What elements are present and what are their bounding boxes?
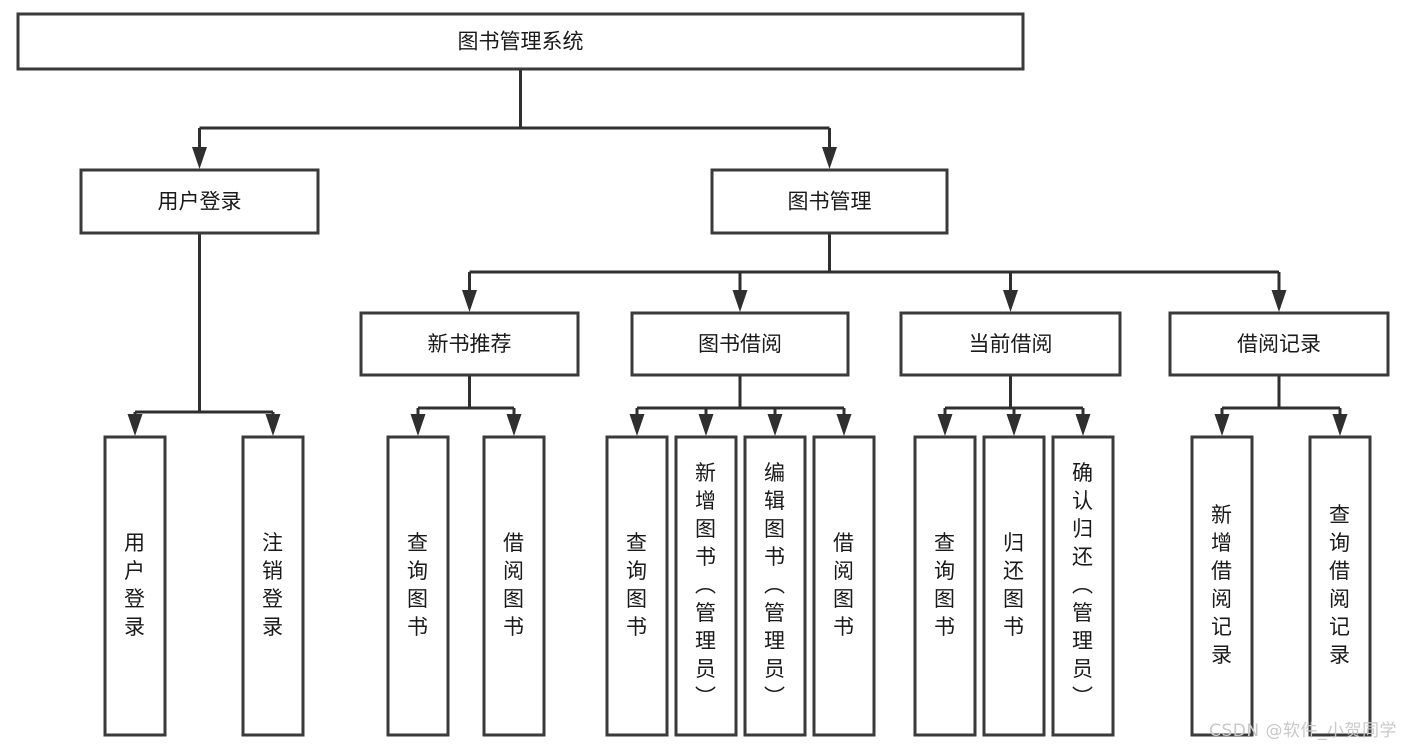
node-label-leaf-br-add: 新增借阅记录 [1211, 503, 1233, 667]
node-box-leaf-rec-query [386, 435, 450, 737]
node-label-leaf-bb-query: 查询图书 [626, 531, 648, 639]
node-label-borrow-record: 借阅记录 [1237, 332, 1321, 356]
edge-group-book-borrow [629, 375, 852, 436]
node-box-leaf-user-login [103, 435, 167, 737]
node-label-leaf-bb-borrow: 借阅图书 [833, 531, 855, 639]
node-box-book-manage [710, 168, 949, 235]
node-label-leaf-br-query: 查询借阅记录 [1329, 503, 1351, 667]
node-label-user-login: 用户登录 [158, 190, 242, 214]
node-leaf-user-login[interactable]: 用户登录 [103, 435, 167, 737]
node-box-leaf-user-logout [241, 435, 305, 737]
node-box-new-book-rec [359, 311, 580, 377]
node-leaf-cb-confirm[interactable]: 确认归还︵管理员︶ [1051, 435, 1115, 737]
node-box-user-login [79, 168, 320, 235]
edge-group-new-book-rec [410, 375, 522, 436]
node-leaf-bb-query[interactable]: 查询图书 [605, 435, 669, 737]
node-leaf-bb-borrow[interactable]: 借阅图书 [812, 435, 876, 737]
edge-group-borrow-record [1214, 375, 1348, 436]
node-box-leaf-cb-confirm [1051, 435, 1115, 737]
node-box-leaf-bb-edit [743, 435, 807, 737]
node-leaf-bb-add[interactable]: 新增图书︵管理员︶ [674, 435, 738, 737]
node-label-leaf-cb-confirm: 确认归还︵管理员︶ [1072, 461, 1094, 709]
node-label-leaf-cb-return: 归还图书 [1003, 531, 1025, 639]
node-label-leaf-rec-query: 查询图书 [407, 531, 429, 639]
node-box-leaf-br-add [1190, 435, 1254, 737]
node-label-leaf-user-logout: 注销登录 [262, 531, 284, 639]
node-box-leaf-bb-add [674, 435, 738, 737]
node-label-book-manage: 图书管理 [788, 190, 872, 214]
node-leaf-cb-query[interactable]: 查询图书 [913, 435, 977, 737]
node-book-manage[interactable]: 图书管理 [710, 168, 949, 235]
node-label-leaf-user-login: 用户登录 [124, 531, 146, 639]
edge-group-root [192, 69, 837, 169]
node-box-leaf-br-query [1308, 435, 1372, 737]
node-label-leaf-bb-edit: 编辑图书︵管理员︶ [764, 461, 786, 709]
node-leaf-br-query[interactable]: 查询借阅记录 [1308, 435, 1372, 737]
node-label-leaf-bb-add: 新增图书︵管理员︶ [695, 461, 717, 709]
node-user-login[interactable]: 用户登录 [79, 168, 320, 235]
node-label-leaf-cb-query: 查询图书 [934, 531, 956, 639]
node-label-current-borrow: 当前借阅 [969, 332, 1053, 356]
edges-layer [127, 69, 1348, 436]
node-leaf-bb-edit[interactable]: 编辑图书︵管理员︶ [743, 435, 807, 737]
node-box-current-borrow [899, 311, 1122, 377]
node-box-leaf-rec-borrow [482, 435, 546, 737]
node-borrow-record[interactable]: 借阅记录 [1168, 311, 1390, 377]
node-new-book-rec[interactable]: 新书推荐 [359, 311, 580, 377]
node-box-borrow-record [1168, 311, 1390, 377]
node-label-leaf-rec-borrow: 借阅图书 [503, 531, 525, 639]
node-label-root: 图书管理系统 [458, 30, 584, 54]
node-label-book-borrow: 图书借阅 [698, 332, 782, 356]
node-label-new-book-rec: 新书推荐 [428, 332, 512, 356]
node-box-book-borrow [630, 311, 850, 377]
watermark-text: CSDN @软件_小贺同学 [1209, 721, 1397, 741]
edge-group-current-borrow [937, 375, 1091, 436]
node-leaf-rec-query[interactable]: 查询图书 [386, 435, 450, 737]
node-current-borrow[interactable]: 当前借阅 [899, 311, 1122, 377]
node-leaf-user-logout[interactable]: 注销登录 [241, 435, 305, 737]
node-box-leaf-cb-query [913, 435, 977, 737]
node-leaf-cb-return[interactable]: 归还图书 [982, 435, 1046, 737]
node-box-leaf-cb-return [982, 435, 1046, 737]
node-leaf-br-add[interactable]: 新增借阅记录 [1190, 435, 1254, 737]
node-box-leaf-bb-query [605, 435, 669, 737]
node-root[interactable]: 图书管理系统 [16, 12, 1025, 71]
edge-group-book-manage [462, 233, 1287, 312]
edge-group-user-login [127, 233, 281, 436]
node-leaf-rec-borrow[interactable]: 借阅图书 [482, 435, 546, 737]
nodes-layer: 图书管理系统用户登录图书管理新书推荐图书借阅当前借阅借阅记录用户登录注销登录查询… [16, 12, 1390, 737]
node-box-root [16, 12, 1025, 71]
node-box-leaf-bb-borrow [812, 435, 876, 737]
node-book-borrow[interactable]: 图书借阅 [630, 311, 850, 377]
